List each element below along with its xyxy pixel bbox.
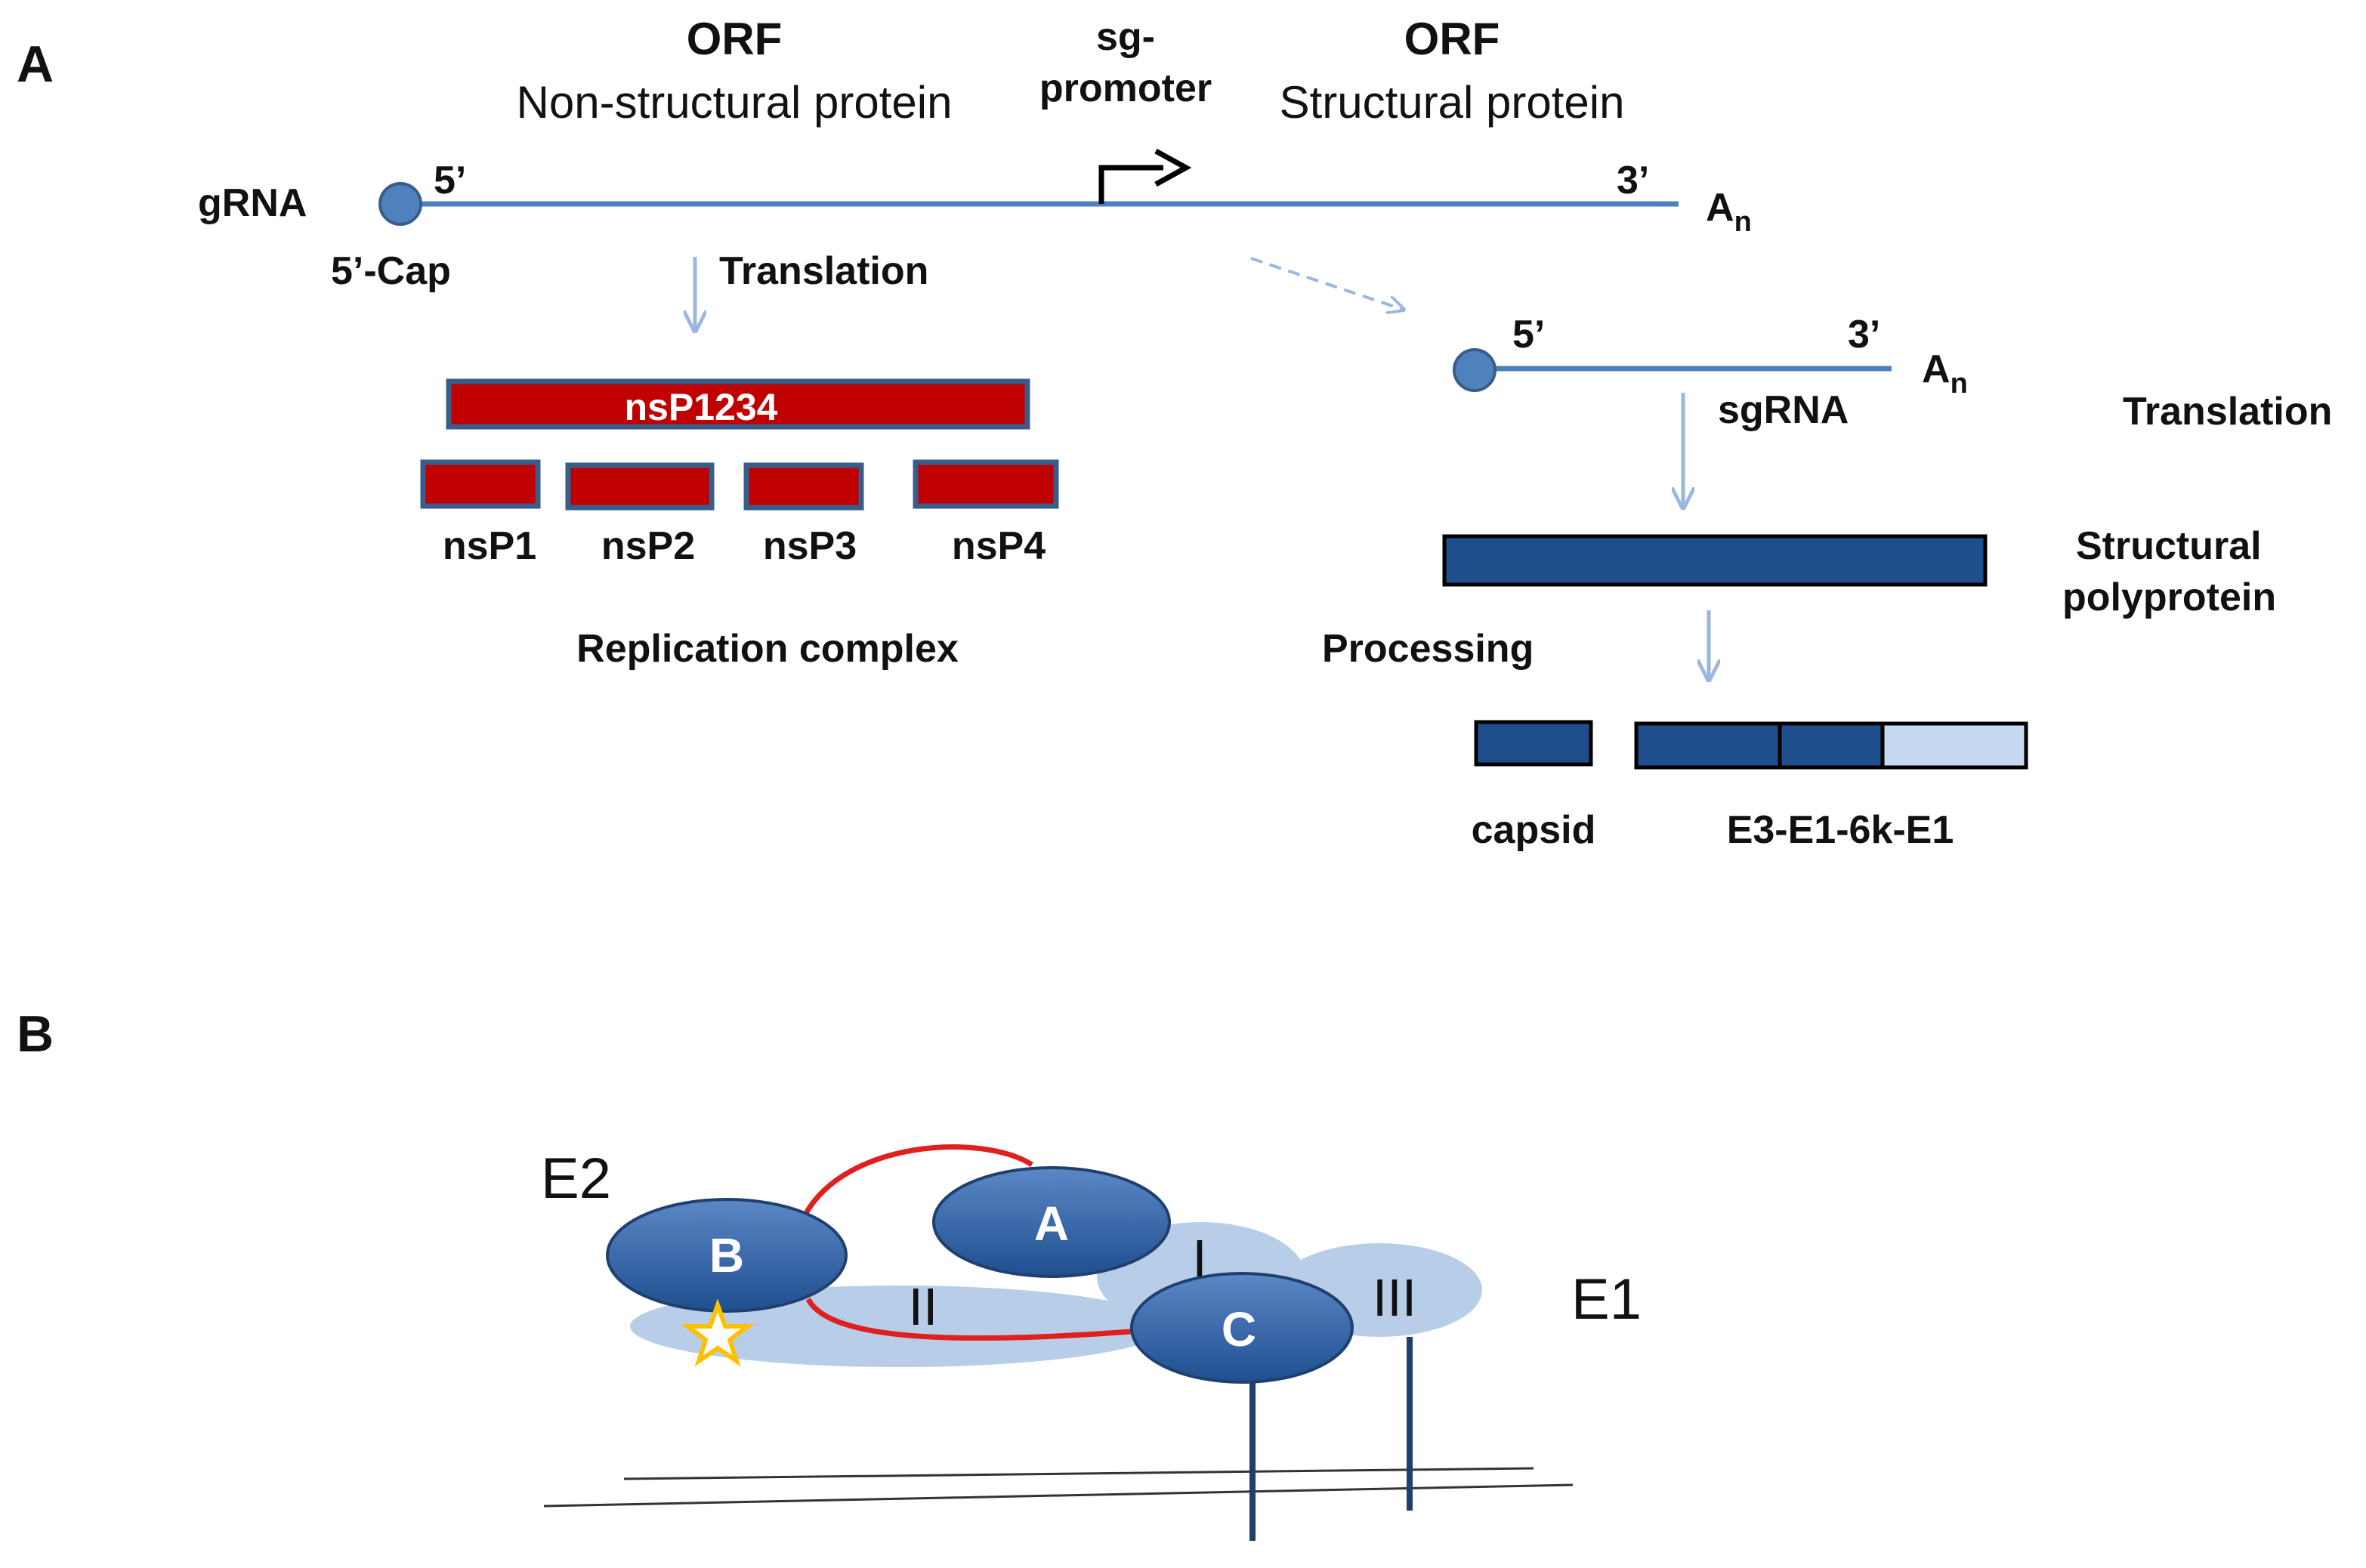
e2-domain-a [932, 1166, 1171, 1278]
nsp1-label: nsP1 [443, 524, 536, 568]
red-loop-lower [805, 1298, 1141, 1341]
red-loop-upper [802, 1144, 1033, 1216]
orf2-title: ORF [1404, 14, 1500, 64]
sgrna-label: sgRNA [1718, 388, 1849, 432]
replication-complex-label: Replication complex [576, 627, 959, 671]
sgrna-3prime: 3’ [1848, 313, 1880, 357]
grna-5prime: 5’ [434, 159, 466, 202]
grna-cap-dot [378, 182, 422, 226]
sgrna-polya: An [1922, 347, 1968, 400]
membrane-line-upper [623, 1467, 1534, 1480]
e3-e1-segment [1634, 721, 1782, 770]
nsp4-label: nsP4 [952, 524, 1046, 568]
domain-b-label: B [709, 1228, 744, 1282]
e1-domain-i-label: I [1192, 1229, 1206, 1288]
nsp2-label: nsP2 [601, 524, 695, 568]
e2-domain-b [606, 1198, 848, 1313]
sgrna-5prime: 5’ [1512, 313, 1545, 357]
orf2-subtitle: Structural protein [1280, 77, 1625, 128]
promoter-arrow-head [1154, 148, 1192, 187]
nsp1234-label: nsP1234 [625, 386, 778, 428]
grna-cap-label: 5’-Cap [331, 249, 451, 293]
nsp2-bar [565, 462, 715, 511]
grna-polya: An [1706, 186, 1752, 238]
dashed-arrow-sgrna [1250, 257, 1404, 310]
capsid-bar [1474, 720, 1593, 767]
e-chain-label: E3-E1-6k-E1 [1727, 808, 1954, 852]
e1-segment [1880, 721, 2028, 770]
domain-a-label: A [1034, 1196, 1069, 1251]
membrane-line-lower [543, 1483, 1574, 1508]
promoter-arrow-stem [1098, 165, 1163, 204]
promoter-line2: promoter [1039, 66, 1212, 110]
6k-segment [1778, 721, 1885, 770]
domain-c-label: C [1222, 1302, 1256, 1357]
structural-polyprotein-line1: Structural [2076, 524, 2262, 568]
orf1-title: ORF [687, 14, 783, 64]
nsp4-bar [913, 459, 1059, 509]
panel-b: B B A C II I III E2 E1 [17, 1005, 1642, 1541]
promoter-line1: sg- [1096, 15, 1155, 59]
translation-left-label: Translation [719, 249, 928, 293]
nsp3-label: nsP3 [763, 524, 857, 568]
structural-polyprotein-bar [1442, 534, 1988, 587]
nsp1-bar [420, 459, 541, 509]
structural-polyprotein-line2: polyprotein [2062, 576, 2276, 619]
panel-a: A ORF Non-structural protein sg- promote… [17, 14, 2332, 852]
star-icon [681, 1298, 755, 1367]
e1-domain-iii-label: III [1373, 1268, 1416, 1327]
e2-label: E2 [541, 1147, 611, 1211]
e1-domain-ii-label: II [909, 1277, 938, 1336]
e2-domain-c [1130, 1272, 1354, 1384]
grna-label: gRNA [198, 181, 307, 225]
nsp3-bar [743, 462, 864, 511]
panel-a-label: A [17, 35, 54, 93]
e1-label: E1 [1571, 1267, 1642, 1332]
sgrna-cap-dot [1453, 348, 1497, 392]
panel-b-label: B [17, 1005, 54, 1063]
capsid-label: capsid [1472, 808, 1596, 852]
nsp1234-bar [446, 378, 1030, 430]
translation-right-label: Translation [2123, 390, 2332, 434]
grna-3prime: 3’ [1617, 159, 1649, 202]
processing-label: Processing [1322, 627, 1534, 671]
orf1-subtitle: Non-structural protein [517, 77, 953, 128]
